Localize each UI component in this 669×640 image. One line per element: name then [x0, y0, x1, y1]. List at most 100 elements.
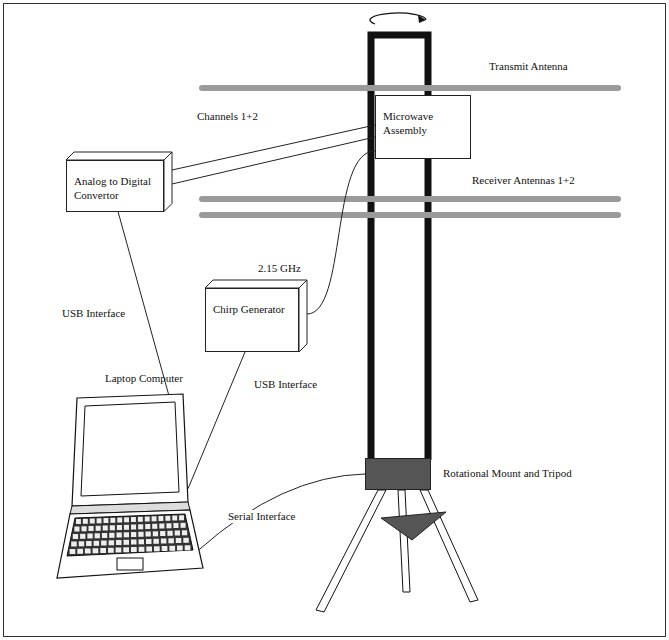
- key: [104, 518, 109, 523]
- key: [167, 531, 172, 536]
- frame: [4, 4, 666, 637]
- key: [175, 530, 180, 535]
- key: [89, 526, 94, 531]
- key: [185, 545, 191, 550]
- tripod-leg: [398, 490, 410, 592]
- key: [138, 532, 143, 537]
- key: [162, 546, 168, 551]
- key: [71, 541, 77, 546]
- mount-block: [365, 458, 431, 490]
- key: [95, 533, 100, 538]
- key: [76, 519, 81, 524]
- node-text: Chirp Generator: [213, 303, 291, 317]
- key: [70, 549, 76, 554]
- key: [87, 533, 92, 538]
- key: [146, 546, 152, 551]
- key: [146, 531, 151, 536]
- key: [109, 533, 114, 538]
- generator-box: Chirp Generator: [205, 288, 299, 352]
- key: [160, 531, 165, 536]
- antenna-label: Transmit Antenna: [487, 60, 570, 73]
- key: [123, 547, 129, 552]
- key: [159, 516, 164, 521]
- key: [116, 540, 122, 545]
- key: [169, 546, 175, 551]
- node-text: Microwave Assembly: [383, 110, 463, 138]
- key: [179, 515, 184, 520]
- key: [131, 547, 137, 552]
- key: [131, 532, 136, 537]
- key: [82, 526, 87, 531]
- key: [173, 523, 178, 528]
- node-text: Laptop Computer: [55, 372, 205, 386]
- key: [172, 515, 177, 520]
- key: [86, 541, 92, 546]
- key: [110, 518, 115, 523]
- key: [152, 516, 157, 521]
- converter-box: Analog to Digital Convertor: [66, 160, 164, 212]
- key: [117, 525, 122, 530]
- key: [93, 548, 99, 553]
- key: [96, 526, 101, 531]
- key: [109, 540, 115, 545]
- box-depth: [299, 280, 307, 352]
- key: [100, 548, 106, 553]
- key: [117, 517, 122, 522]
- box-depth: [66, 152, 172, 160]
- key: [176, 538, 182, 543]
- receiver-antenna: [202, 196, 618, 202]
- tripod-leg: [316, 490, 386, 612]
- receiver-antenna: [202, 212, 618, 218]
- edge-label: USB Interface: [252, 378, 319, 391]
- key: [124, 525, 129, 530]
- key: [146, 539, 152, 544]
- key: [138, 524, 143, 529]
- rotation-arrowhead: [418, 15, 426, 23]
- key: [161, 538, 167, 543]
- key: [139, 539, 145, 544]
- assembly-box: Microwave Assembly: [375, 95, 471, 159]
- key: [181, 523, 186, 528]
- connector: [307, 151, 375, 314]
- rotational-mount: Rotational Mount and Tripod: [365, 458, 431, 490]
- key: [110, 525, 115, 530]
- tripod-brace: [381, 512, 446, 540]
- key: [131, 524, 136, 529]
- key: [90, 518, 95, 523]
- connector: [188, 352, 245, 489]
- key: [77, 549, 83, 554]
- key: [154, 546, 160, 551]
- key: [145, 516, 150, 521]
- key: [152, 524, 157, 529]
- rotation-arrow: [370, 13, 426, 24]
- key: [124, 532, 129, 537]
- laptop-screen: [72, 394, 188, 506]
- key: [182, 530, 187, 535]
- key: [145, 524, 150, 529]
- key: [103, 525, 108, 530]
- touchpad: [117, 558, 143, 570]
- part-label: Rotational Mount and Tripod: [441, 467, 574, 479]
- edge-label: USB Interface: [60, 307, 127, 320]
- key: [80, 534, 85, 539]
- connector: [172, 125, 375, 170]
- key: [131, 517, 136, 522]
- key: [183, 538, 189, 543]
- box-depth: [164, 152, 172, 212]
- box-depth: [205, 280, 307, 288]
- key: [83, 519, 88, 524]
- key: [108, 548, 114, 553]
- key: [153, 539, 159, 544]
- node-text: Analog to Digital Convertor: [74, 175, 156, 203]
- key: [101, 540, 107, 545]
- key: [168, 538, 174, 543]
- key: [97, 518, 102, 523]
- key: [102, 533, 107, 538]
- edge-label: 2.15 GHz: [256, 262, 303, 275]
- key: [124, 540, 130, 545]
- key: [94, 541, 100, 546]
- connector: [199, 474, 365, 550]
- key: [124, 517, 129, 522]
- key: [177, 545, 183, 550]
